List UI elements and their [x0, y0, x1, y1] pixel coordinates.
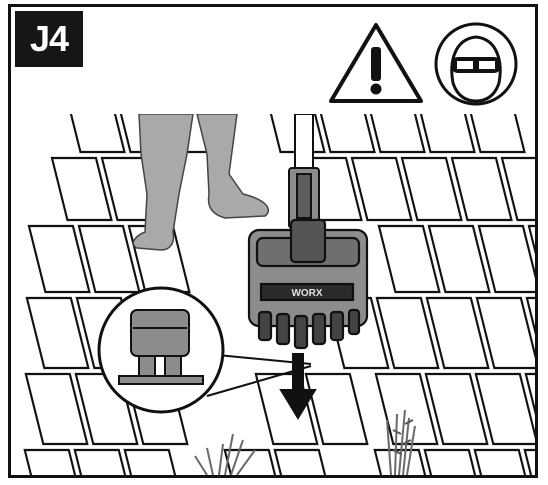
- tool-brand-label: WORX: [291, 288, 322, 299]
- warning-triangle-icon: [327, 21, 425, 105]
- safety-goggles-icon: [433, 21, 519, 107]
- panel-header: J4: [11, 7, 535, 117]
- patio-cleaner-machine: WORX: [249, 220, 367, 348]
- instruction-panel: J4: [8, 4, 538, 478]
- patio-cleaning-illustration: WORX: [11, 114, 535, 475]
- brush-detail-inset: [99, 288, 223, 412]
- step-badge: J4: [15, 11, 83, 67]
